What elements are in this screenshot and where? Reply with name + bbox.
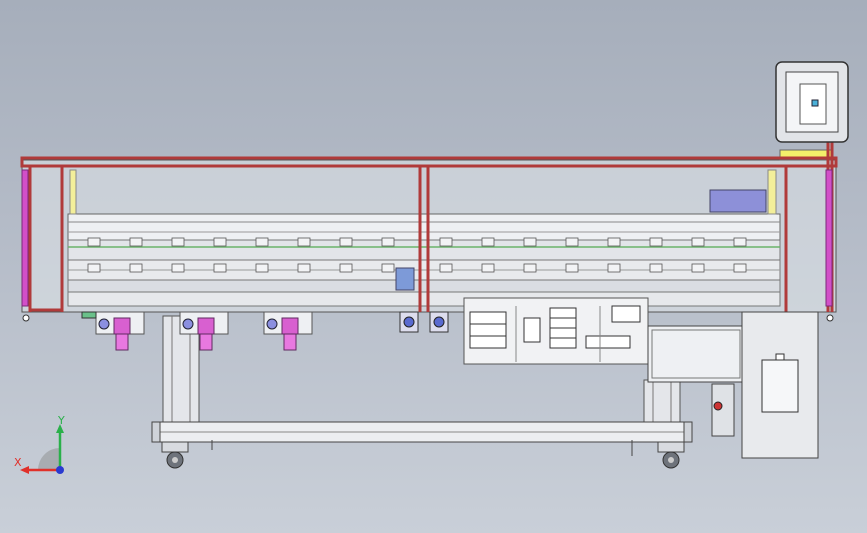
blue-block — [395, 267, 415, 291]
pink-door-left — [21, 169, 29, 307]
control-cabinet — [647, 311, 819, 459]
sensor-boxes — [399, 311, 449, 333]
yellow-guard-right — [767, 169, 777, 215]
rail-brackets — [87, 237, 747, 273]
coordinate-triad-icon — [20, 424, 64, 474]
clamp-modules — [81, 311, 313, 351]
pink-door-right — [825, 169, 833, 307]
triad-y-label: Y — [58, 414, 65, 427]
hmi-monitor — [775, 61, 849, 143]
electrical-panel — [463, 297, 649, 365]
base-beam — [151, 421, 693, 456]
triad-x-label: X — [14, 456, 22, 469]
blue-cylinder — [709, 189, 767, 213]
yellow-guard-left — [69, 169, 77, 215]
caster-wheels — [161, 441, 685, 469]
